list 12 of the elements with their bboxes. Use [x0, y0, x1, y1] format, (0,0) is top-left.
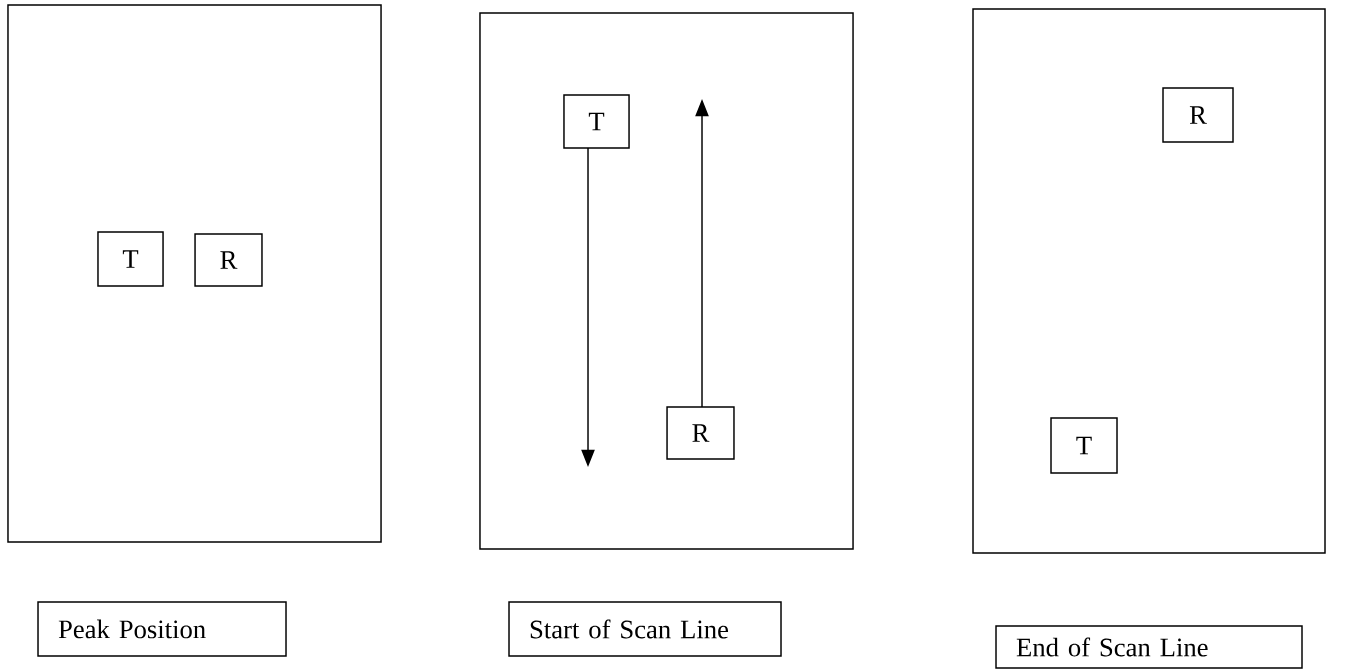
panel-frame: [972, 8, 1326, 554]
letter-box: T: [97, 231, 164, 287]
letter-box: T: [1050, 417, 1118, 474]
panel-frame: [7, 4, 382, 543]
letter-box: R: [1162, 87, 1234, 143]
letter-box: R: [194, 233, 263, 287]
letter-box: R: [666, 406, 735, 460]
letter-box: T: [563, 94, 630, 149]
caption-box: Peak Position: [37, 601, 287, 657]
panel-frame: [479, 12, 854, 550]
caption-box: End of Scan Line: [995, 625, 1303, 669]
caption-box: Start of Scan Line: [508, 601, 782, 657]
